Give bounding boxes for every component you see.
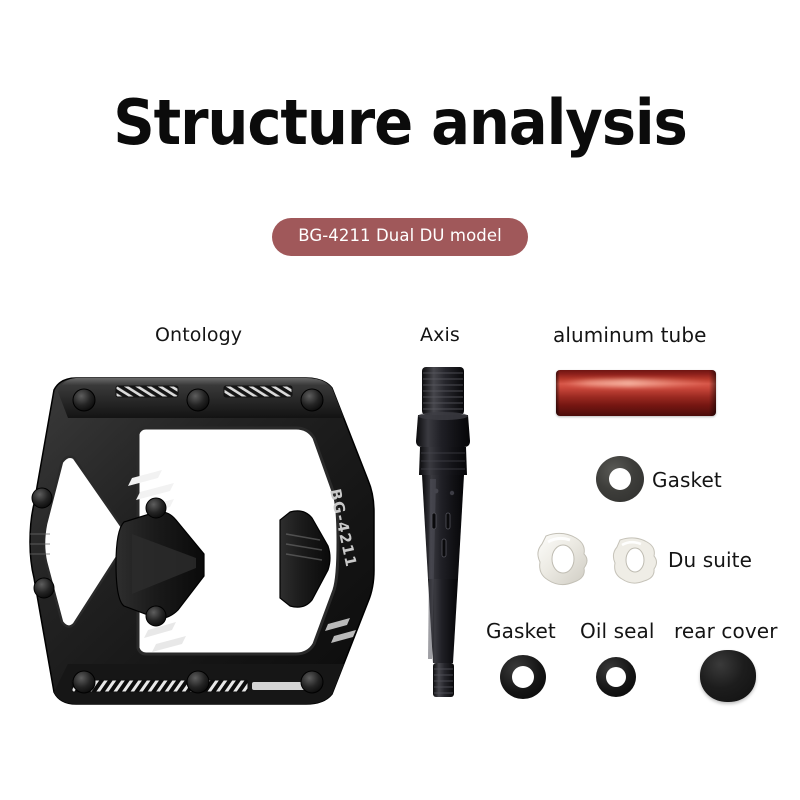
label-rear-cover: rear cover xyxy=(674,619,778,643)
du-bushing-left-image xyxy=(532,528,594,590)
label-axis: Axis xyxy=(420,324,460,346)
aluminum-tube-image xyxy=(556,370,716,416)
rear-cover-image xyxy=(700,650,756,702)
axle-image xyxy=(398,363,490,703)
label-oil-seal: Oil seal xyxy=(580,619,655,643)
label-aluminum-tube: aluminum tube xyxy=(553,323,707,347)
tube-right-end xyxy=(709,370,716,416)
label-gasket-top: Gasket xyxy=(652,468,722,492)
gasket-top-image xyxy=(596,456,644,502)
oil-seal-hole xyxy=(606,667,626,687)
gasket-top-hole xyxy=(609,468,631,490)
tube-highlight xyxy=(562,379,710,388)
du-bushing-right-image xyxy=(608,533,662,587)
label-du-suite: Du suite xyxy=(668,548,753,572)
page-title: Structure analysis xyxy=(113,86,688,159)
gasket-bottom-image xyxy=(500,655,546,699)
model-badge-container: BG-4211 Dual DU model xyxy=(0,218,800,257)
gasket-bottom-hole xyxy=(512,666,534,688)
oil-seal-image xyxy=(596,657,636,697)
pedal-body-image: BG-4211 xyxy=(28,362,380,720)
label-gasket-bottom: Gasket xyxy=(486,619,556,643)
tube-left-end xyxy=(556,370,560,416)
model-badge: BG-4211 Dual DU model xyxy=(272,218,528,257)
label-ontology: Ontology xyxy=(155,324,243,346)
